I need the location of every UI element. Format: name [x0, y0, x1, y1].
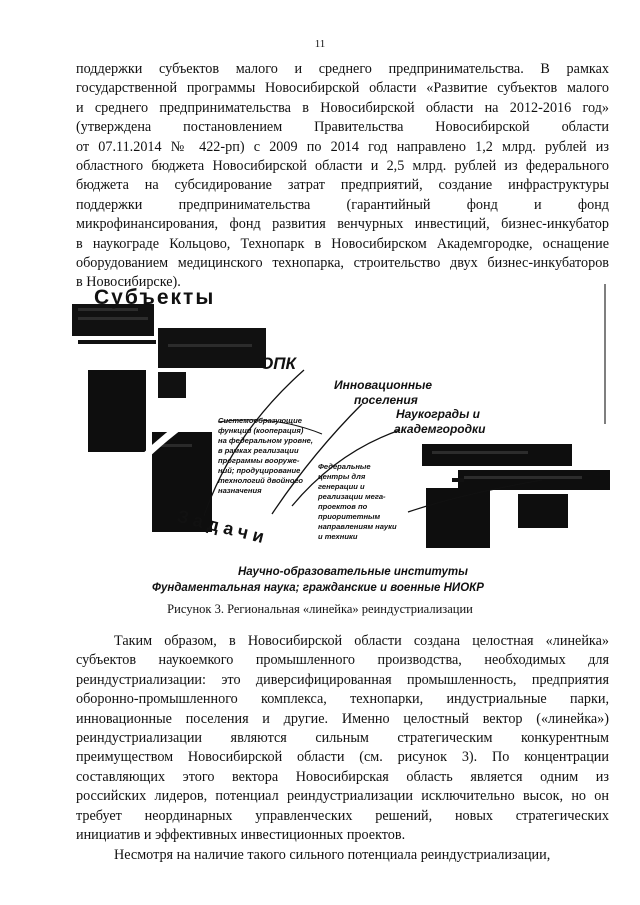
text-line: инновационные поселения и другие. Именно…: [76, 710, 609, 727]
paragraph-1: поддержки субъектов малого и среднего пр…: [76, 60, 609, 293]
figure-graphics: [72, 284, 610, 548]
text-line: и среднего предпринимательства в Новосиб…: [76, 99, 609, 116]
note-line: Системообразующие: [218, 416, 303, 425]
text-line: Таким образом, в Новосибирской области с…: [114, 633, 609, 649]
note-line: приоритетным: [318, 512, 381, 521]
innovation-settlements-line1: Инновационные: [334, 378, 433, 392]
text-line: оборудованием медицинского технопарка, с…: [76, 255, 609, 272]
paragraph-2: Таким образом, в Новосибирской области с…: [76, 632, 609, 845]
text-line: бюджета на субсидирование затрат предпри…: [76, 177, 609, 194]
note-federal-centers: Федеральные центры для генерации и реали…: [318, 462, 397, 542]
note-line: центры для: [318, 472, 366, 481]
naukograd-line1: Наукограды и: [396, 407, 481, 421]
text-line: государственной программы Новосибирской …: [76, 80, 609, 97]
note-line: на федеральном уровне,: [218, 436, 314, 445]
note-line: генерации и: [318, 482, 365, 491]
note-line: функции (кооперация): [218, 426, 304, 435]
page-number: 11: [314, 38, 326, 50]
figure-caption: Рисунок 3. Региональная «линейка» реинду…: [167, 602, 473, 616]
opk-label: ОПК: [260, 354, 296, 373]
figure-regional-lineup: Субъекты ОПК Инновационные поселения Нау…: [72, 284, 612, 614]
note-line: назначения: [218, 486, 262, 495]
subjects-title: Субъекты: [94, 286, 216, 309]
text-line: преимуществом Новосибирской области (см.…: [76, 749, 609, 766]
text-line: в Новосибирске).: [76, 274, 181, 291]
note-line: программы вооруже-: [218, 456, 300, 465]
note-line: направлениям науки: [318, 522, 397, 531]
text-line: Несмотря на наличие такого сильного поте…: [114, 847, 551, 863]
text-line: от 07.11.2014 № 422-рп) с 2009 по 2014 г…: [76, 138, 609, 155]
naukograd-line2: академгородки: [394, 422, 486, 436]
text-line: микрофинансирования, фонд развития венчу…: [76, 216, 609, 233]
note-line: ний; продуцирование: [218, 466, 301, 475]
text-line: в наукограде Кольцово, Технопарк в Новос…: [76, 235, 609, 252]
text-line: областного бюджета Новосибирской области…: [76, 158, 609, 175]
note-line: проектов по: [318, 502, 368, 511]
note-line: и техники: [318, 532, 358, 541]
text-line: (утверждена постановлением Правительства…: [76, 119, 609, 136]
text-line: реиндустриализации: это диверсифицирован…: [76, 671, 609, 688]
text-line: инициатив и эффективных инвестиционных п…: [76, 827, 406, 844]
text-line: составляющих этого вектора Новосибирская…: [76, 768, 609, 785]
note-line: Федеральные: [318, 462, 371, 471]
text-line: реиндустриализации являются сильным стра…: [76, 730, 609, 747]
note-line: в рамках реализации: [218, 446, 299, 455]
note-line: технологий двойного: [218, 476, 304, 485]
note-line: реализации мега-: [318, 492, 386, 501]
text-line: российских лидеров, потенциал реиндустри…: [76, 788, 609, 805]
text-line: поддержки субъектов малого и среднего пр…: [76, 61, 609, 77]
innovation-settlements-line2: поселения: [354, 393, 418, 407]
note-system-functions: Системообразующие функции (кооперация) н…: [218, 416, 313, 496]
fundamental-science-line: Фундаментальная наука; гражданские и вое…: [152, 582, 484, 594]
text-line: оборонно-промышленного комплекса, техноп…: [76, 691, 609, 708]
text-line: субъектов наукоемкого промышленного прои…: [76, 652, 609, 669]
paragraph-3: Несмотря на наличие такого сильного поте…: [76, 846, 609, 865]
institutes-line: Научно-образовательные институты: [238, 566, 468, 578]
text-line: требует неординарных управленческих реше…: [76, 807, 609, 824]
text-line: поддержки предпринимательства (гарантийн…: [76, 196, 609, 213]
